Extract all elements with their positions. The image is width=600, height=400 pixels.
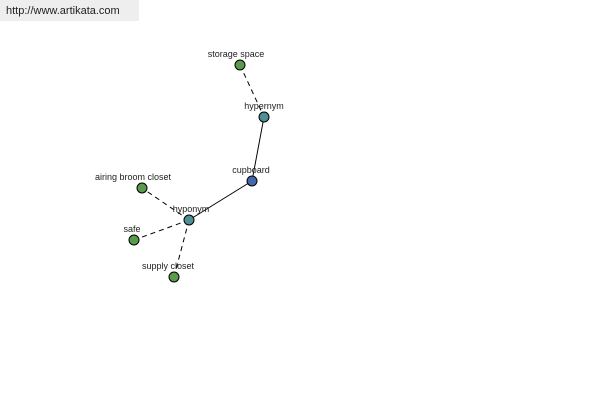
node-label-hyponym: hyponym [173,204,210,214]
edge-hypernym-cupboard [251,116,265,182]
edge-hyponym-safe [133,219,190,241]
nodes-layer: storage space hypernym cupboard hyponym airi… [95,49,284,283]
node-storage-space[interactable] [234,59,246,71]
edge-storage-space-hypernym [239,64,265,118]
node-label-cupboard: cupboard [232,165,270,175]
node-cupboard[interactable] [246,175,258,187]
node-airing-broom-closet[interactable] [136,182,148,194]
edges-layer [133,64,265,278]
edge-hyponym-supply-closet [173,219,190,278]
node-label-supply-closet: supply closet [142,261,195,271]
node-label-storage-space: storage space [208,49,265,59]
node-label-hypernym: hypernym [244,101,284,111]
node-hypernym[interactable] [258,111,270,123]
edge-cupboard-hyponym [188,180,253,221]
edge-hyponym-airing-broom-closet [141,187,190,221]
node-label-airing-broom-closet: airing broom closet [95,172,172,182]
node-supply-closet[interactable] [168,271,180,283]
node-safe[interactable] [128,234,140,246]
node-hyponym[interactable] [183,214,195,226]
site-url-watermark: http://www.artikata.com [0,0,139,21]
node-label-safe: safe [123,224,140,234]
